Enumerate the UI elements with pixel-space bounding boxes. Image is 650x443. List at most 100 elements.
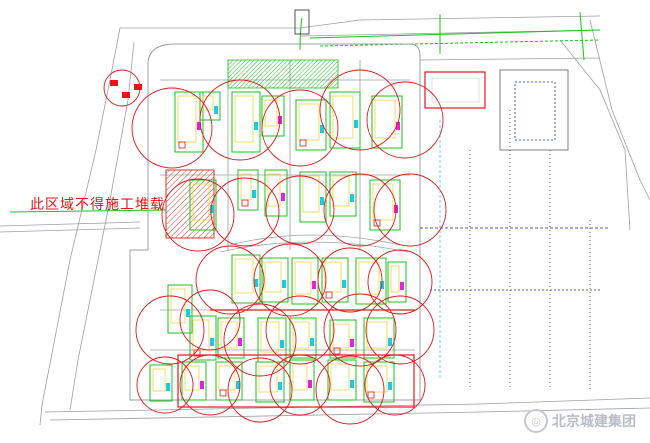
stair-marker xyxy=(281,193,285,201)
crane-base xyxy=(219,389,227,397)
entrance-markers xyxy=(103,69,142,107)
building-core xyxy=(390,265,400,293)
stair-marker xyxy=(200,381,204,389)
building-core xyxy=(234,258,254,294)
crane-radius-circle xyxy=(319,69,401,151)
building-block xyxy=(264,169,288,217)
crane-base xyxy=(373,219,381,227)
crane-radius-circle xyxy=(227,357,293,423)
building-core xyxy=(302,175,320,213)
building-core xyxy=(372,183,394,221)
building-core xyxy=(292,321,310,349)
stair-marker xyxy=(238,338,242,346)
stair-marker xyxy=(254,122,258,130)
crane-radius-circle xyxy=(366,81,444,159)
crane-base xyxy=(178,141,186,149)
building-block xyxy=(329,319,357,359)
stair-marker xyxy=(354,120,358,128)
building-block xyxy=(327,359,357,401)
building-block xyxy=(289,359,315,401)
building-core xyxy=(218,365,236,391)
crane-radius-circle xyxy=(195,245,265,315)
building-block xyxy=(261,95,285,137)
building-core xyxy=(366,365,388,393)
building-block xyxy=(261,257,289,303)
building-block xyxy=(149,364,173,402)
crane-radius-circle xyxy=(131,87,213,169)
stair-marker xyxy=(214,106,218,114)
stair-marker xyxy=(400,282,404,290)
crane-base xyxy=(241,199,249,207)
stair-marker xyxy=(278,382,282,390)
building-block xyxy=(295,99,327,151)
crane-radius-circle xyxy=(265,175,335,245)
stair-marker xyxy=(320,197,324,205)
stair-marker xyxy=(197,122,201,130)
crane-radius-circle xyxy=(317,247,383,313)
building-block xyxy=(369,179,401,231)
wechat-logo-icon: ◎ xyxy=(524,409,548,433)
crane-radius-circle xyxy=(199,79,281,161)
building-block xyxy=(255,361,285,403)
building-block xyxy=(363,361,395,403)
building-block xyxy=(231,254,261,304)
crane-radius-circle xyxy=(210,177,280,247)
building-core xyxy=(366,321,388,349)
stair-marker xyxy=(342,280,346,288)
crane-radius-circle xyxy=(223,303,297,377)
building-block xyxy=(167,284,193,334)
stair-marker xyxy=(254,279,258,287)
stair-marker xyxy=(282,280,286,288)
building-core xyxy=(220,321,238,349)
building-block xyxy=(363,317,395,359)
crane-radius-circle xyxy=(265,295,335,365)
crane-base xyxy=(333,347,341,355)
stair-marker xyxy=(310,338,314,346)
stair-marker xyxy=(308,380,312,388)
crane-radius-circle xyxy=(253,243,327,317)
stair-marker xyxy=(350,194,354,202)
building-core xyxy=(298,103,320,141)
phase-outline xyxy=(177,309,415,408)
crane-radius-circle xyxy=(136,356,194,414)
building-core xyxy=(177,95,197,143)
building-core xyxy=(192,183,210,221)
building-core xyxy=(358,261,380,295)
building-block xyxy=(321,257,349,303)
building-block xyxy=(387,261,407,303)
stair-marker xyxy=(350,339,354,347)
crane-radius-circle xyxy=(373,173,447,247)
building-block xyxy=(289,317,317,359)
building-core xyxy=(184,365,200,391)
service-lines xyxy=(420,110,610,390)
top-road-markings xyxy=(309,11,601,61)
stair-marker xyxy=(210,338,214,346)
crane-radius-circle xyxy=(367,249,433,315)
building-core xyxy=(264,261,282,293)
building-block xyxy=(231,91,261,153)
crane-base xyxy=(367,391,375,399)
stair-marker xyxy=(186,309,190,317)
stair-marker xyxy=(280,340,284,348)
site-context-lines xyxy=(0,15,650,426)
building-core xyxy=(374,99,396,139)
building-core xyxy=(332,323,350,349)
building-core xyxy=(170,288,186,324)
building-core xyxy=(152,368,166,392)
building-core xyxy=(202,95,214,111)
crane-radius-circle xyxy=(323,173,397,247)
building-block xyxy=(189,315,217,361)
building-block xyxy=(329,91,361,149)
stair-marker xyxy=(312,281,316,289)
building-core xyxy=(330,363,350,391)
crane-radius-circle xyxy=(315,355,385,425)
building-core xyxy=(258,365,278,393)
building-core xyxy=(260,321,280,353)
building-core xyxy=(294,261,312,295)
crane-radius-circle xyxy=(261,89,339,167)
building-block xyxy=(189,179,217,231)
stair-marker xyxy=(320,125,324,133)
crane-radius-circle xyxy=(179,354,241,416)
crane-radius-circle xyxy=(365,295,435,365)
